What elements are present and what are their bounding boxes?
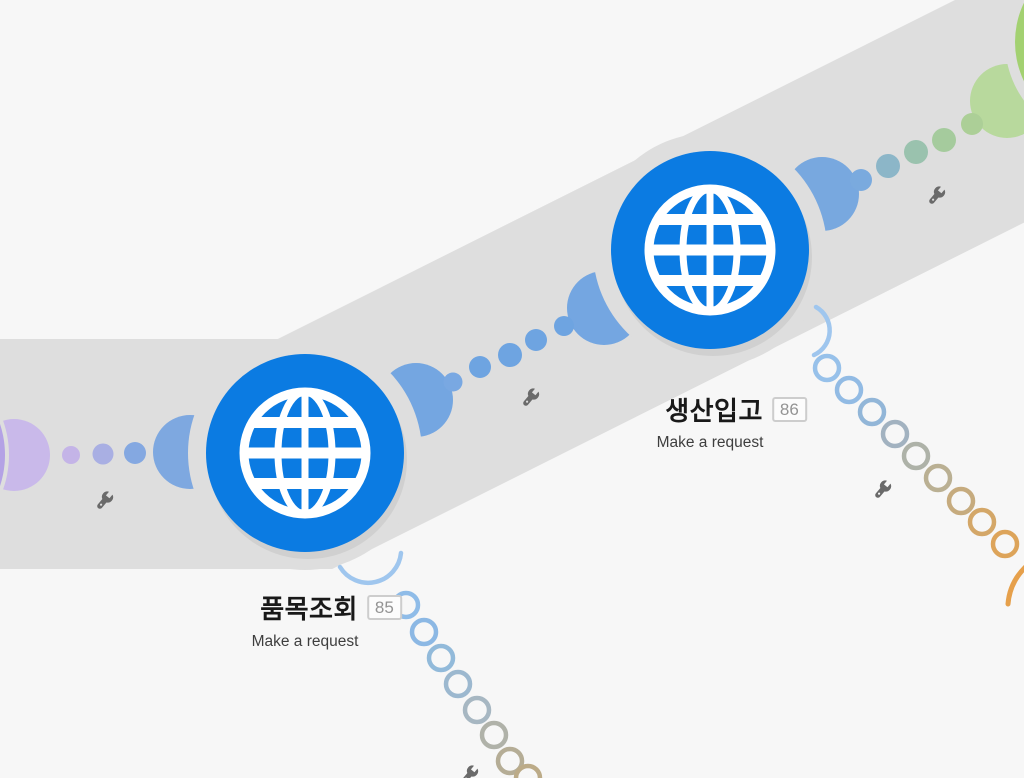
module-86-name: 생산입고 [665,396,763,426]
connection-dots [62,113,983,465]
connection-crescent [0,419,50,491]
module-http-86[interactable] [611,151,812,356]
connection-crescent [970,64,1024,138]
globe-icon [239,387,371,519]
module-http-85[interactable] [206,354,407,559]
trail-from-85 [337,550,543,778]
module-86-label-row: 생산입고 86 [665,391,807,428]
connection-settings-wrench-icon[interactable] [459,764,480,778]
globe-icon [644,184,776,316]
trail-from-86 [811,304,1024,607]
connection-settings-wrench-icon[interactable] [926,185,947,207]
module-86-number-badge: 86 [771,396,807,423]
module-85-name: 품목조회 [260,594,358,624]
purple-module-edge[interactable] [0,356,5,554]
module-85-label-row: 품목조회 85 [260,589,402,626]
module-85-number-badge: 85 [366,594,402,621]
green-module-edge[interactable] [1015,0,1024,132]
connection-settings-wrench-icon[interactable] [94,490,115,512]
module-85-subtitle: Make a request [251,633,359,650]
module-86-subtitle: Make a request [656,434,764,451]
connection-settings-wrench-icon[interactable] [872,479,893,501]
connection-settings-wrench-icon[interactable] [520,387,541,409]
